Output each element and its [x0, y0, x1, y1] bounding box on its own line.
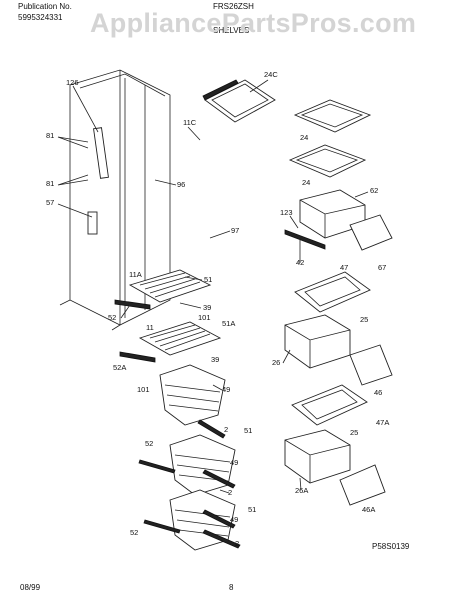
pans-lower	[284, 384, 386, 506]
callout-label: 26	[272, 358, 280, 367]
callout-label: 25	[360, 315, 368, 324]
callout-label: 25	[350, 428, 358, 437]
callout-label: 51	[244, 426, 252, 435]
wire-baskets	[159, 364, 236, 551]
callout-label: 46	[374, 388, 382, 397]
callout-label: 67	[378, 263, 386, 272]
footer-date: 08/99	[20, 583, 41, 592]
callout-label: 101	[198, 313, 211, 322]
retainer-bars	[138, 419, 241, 549]
callout-label: 62	[370, 186, 378, 195]
callout-label: 39	[211, 355, 219, 364]
callout-label: 49	[230, 515, 238, 524]
callout-label: 57	[46, 198, 54, 207]
callout-label: 96	[177, 180, 185, 189]
callout-label: 81	[46, 179, 54, 188]
callout-label: 52A	[113, 363, 126, 372]
callout-label: 49	[230, 458, 238, 467]
callout-label: 2	[224, 425, 228, 434]
callout-label: 51	[248, 505, 256, 514]
callout-label: 51A	[222, 319, 235, 328]
leader-lines	[57, 79, 369, 494]
watermark: AppliancePartsPros.com	[90, 8, 417, 38]
callout-label: 101	[137, 385, 150, 394]
pans-middle	[284, 271, 393, 386]
callout-label: 24	[300, 133, 308, 142]
callout-label: 26A	[295, 486, 308, 495]
callout-label: 47	[340, 263, 348, 272]
callout-label: 39	[203, 303, 211, 312]
model-number: FRS26ZSH	[213, 2, 254, 11]
cabinet	[59, 69, 171, 331]
crisper-pans-upper	[284, 189, 393, 251]
callout-label: 46A	[362, 505, 375, 514]
callout-label: 52	[145, 439, 153, 448]
callout-label: 81	[46, 131, 54, 140]
glass-shelves-24	[288, 99, 372, 178]
callout-label: 51	[204, 275, 212, 284]
callout-label: 49	[222, 385, 230, 394]
diagram-code: P58S0139	[372, 542, 410, 551]
callout-label: 123	[280, 208, 293, 217]
callout-label: 24C	[264, 70, 278, 79]
callout-label: 11C	[183, 118, 197, 127]
callout-label: 97	[231, 226, 239, 235]
callout-label: 47A	[376, 418, 389, 427]
callout-label: 11	[146, 323, 154, 332]
callout-label: 2	[235, 539, 239, 548]
callout-label: 52	[108, 313, 116, 322]
publication-number: 5995324331	[18, 13, 63, 22]
callout-label: 2	[228, 488, 232, 497]
callout-label: 11A	[129, 270, 142, 279]
callout-label: 52	[130, 528, 138, 537]
section-title: SHELVES	[213, 26, 250, 35]
page-number: 8	[229, 583, 234, 592]
callout-label: 126	[66, 78, 79, 87]
callout-labels: 126 81 81 57 11C 96 97 24C 24 24 62 123 …	[46, 70, 389, 548]
publication-label: Publication No.	[18, 2, 72, 11]
shelf-24c	[202, 79, 276, 123]
callout-label: 24	[302, 178, 310, 187]
